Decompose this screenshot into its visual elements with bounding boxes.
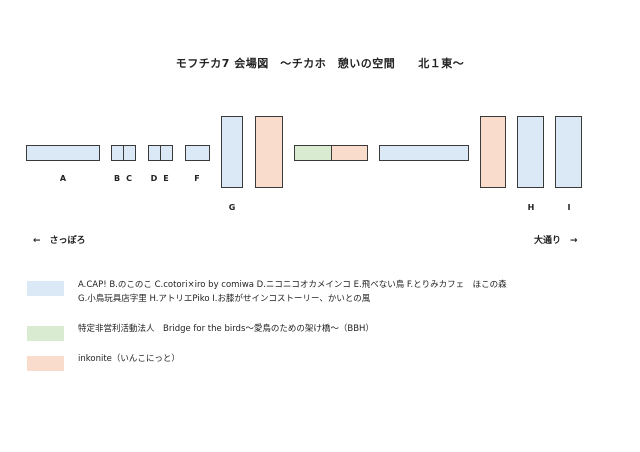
page-title: モフチカ7 会場図 ～チカホ 憩いの空間 北１東～ (175, 57, 465, 70)
legend-line: 特定非営利活動法人 Bridge for the birds～愛鳥のための架け橋… (78, 324, 374, 334)
booth-e (160, 145, 173, 161)
booth-g (221, 116, 243, 188)
legend-line: inkonite（いんこにっと） (78, 354, 180, 364)
legend-line: A.CAP! B.のこのこ C.cotori×iro by comiwa D.ニ… (78, 280, 507, 290)
booth-h (517, 116, 544, 188)
direction-odori: 大通り → (534, 236, 578, 246)
label-f: F (194, 174, 200, 183)
label-c: C (126, 174, 132, 183)
label-h: H (527, 203, 535, 212)
booth-unlabeled (379, 145, 469, 161)
label-i: I (567, 203, 571, 212)
booth-f (185, 145, 210, 161)
label-g: G (228, 203, 236, 212)
legend-swatch-orange (27, 356, 64, 371)
booth-inkonite-left (255, 116, 283, 188)
legend-text-orange: inkonite（いんこにっと） (78, 352, 180, 366)
label-e: E (163, 174, 169, 183)
booth-c (123, 145, 136, 161)
legend-swatch-green (27, 326, 64, 341)
label-d: D (150, 174, 158, 183)
legend-line: G.小鳥玩具店字里 H.アトリエPiko I.お膝がせインコストーリー、かいとの… (78, 294, 371, 304)
label-a: A (59, 174, 67, 183)
direction-sapporo: ← さっぽろ (33, 236, 86, 246)
booth-bbh (294, 145, 332, 161)
booth-i (555, 116, 582, 188)
legend-text-green: 特定非営利活動法人 Bridge for the birds～愛鳥のための架け橋… (78, 322, 374, 336)
legend-text-blue: A.CAP! B.のこのこ C.cotori×iro by comiwa D.ニ… (78, 278, 507, 306)
label-b: B (113, 174, 121, 183)
booth-inkonite-center (331, 145, 368, 161)
legend-swatch-blue (27, 281, 64, 296)
booth-inkonite-right (480, 116, 506, 188)
booth-a (26, 145, 100, 161)
